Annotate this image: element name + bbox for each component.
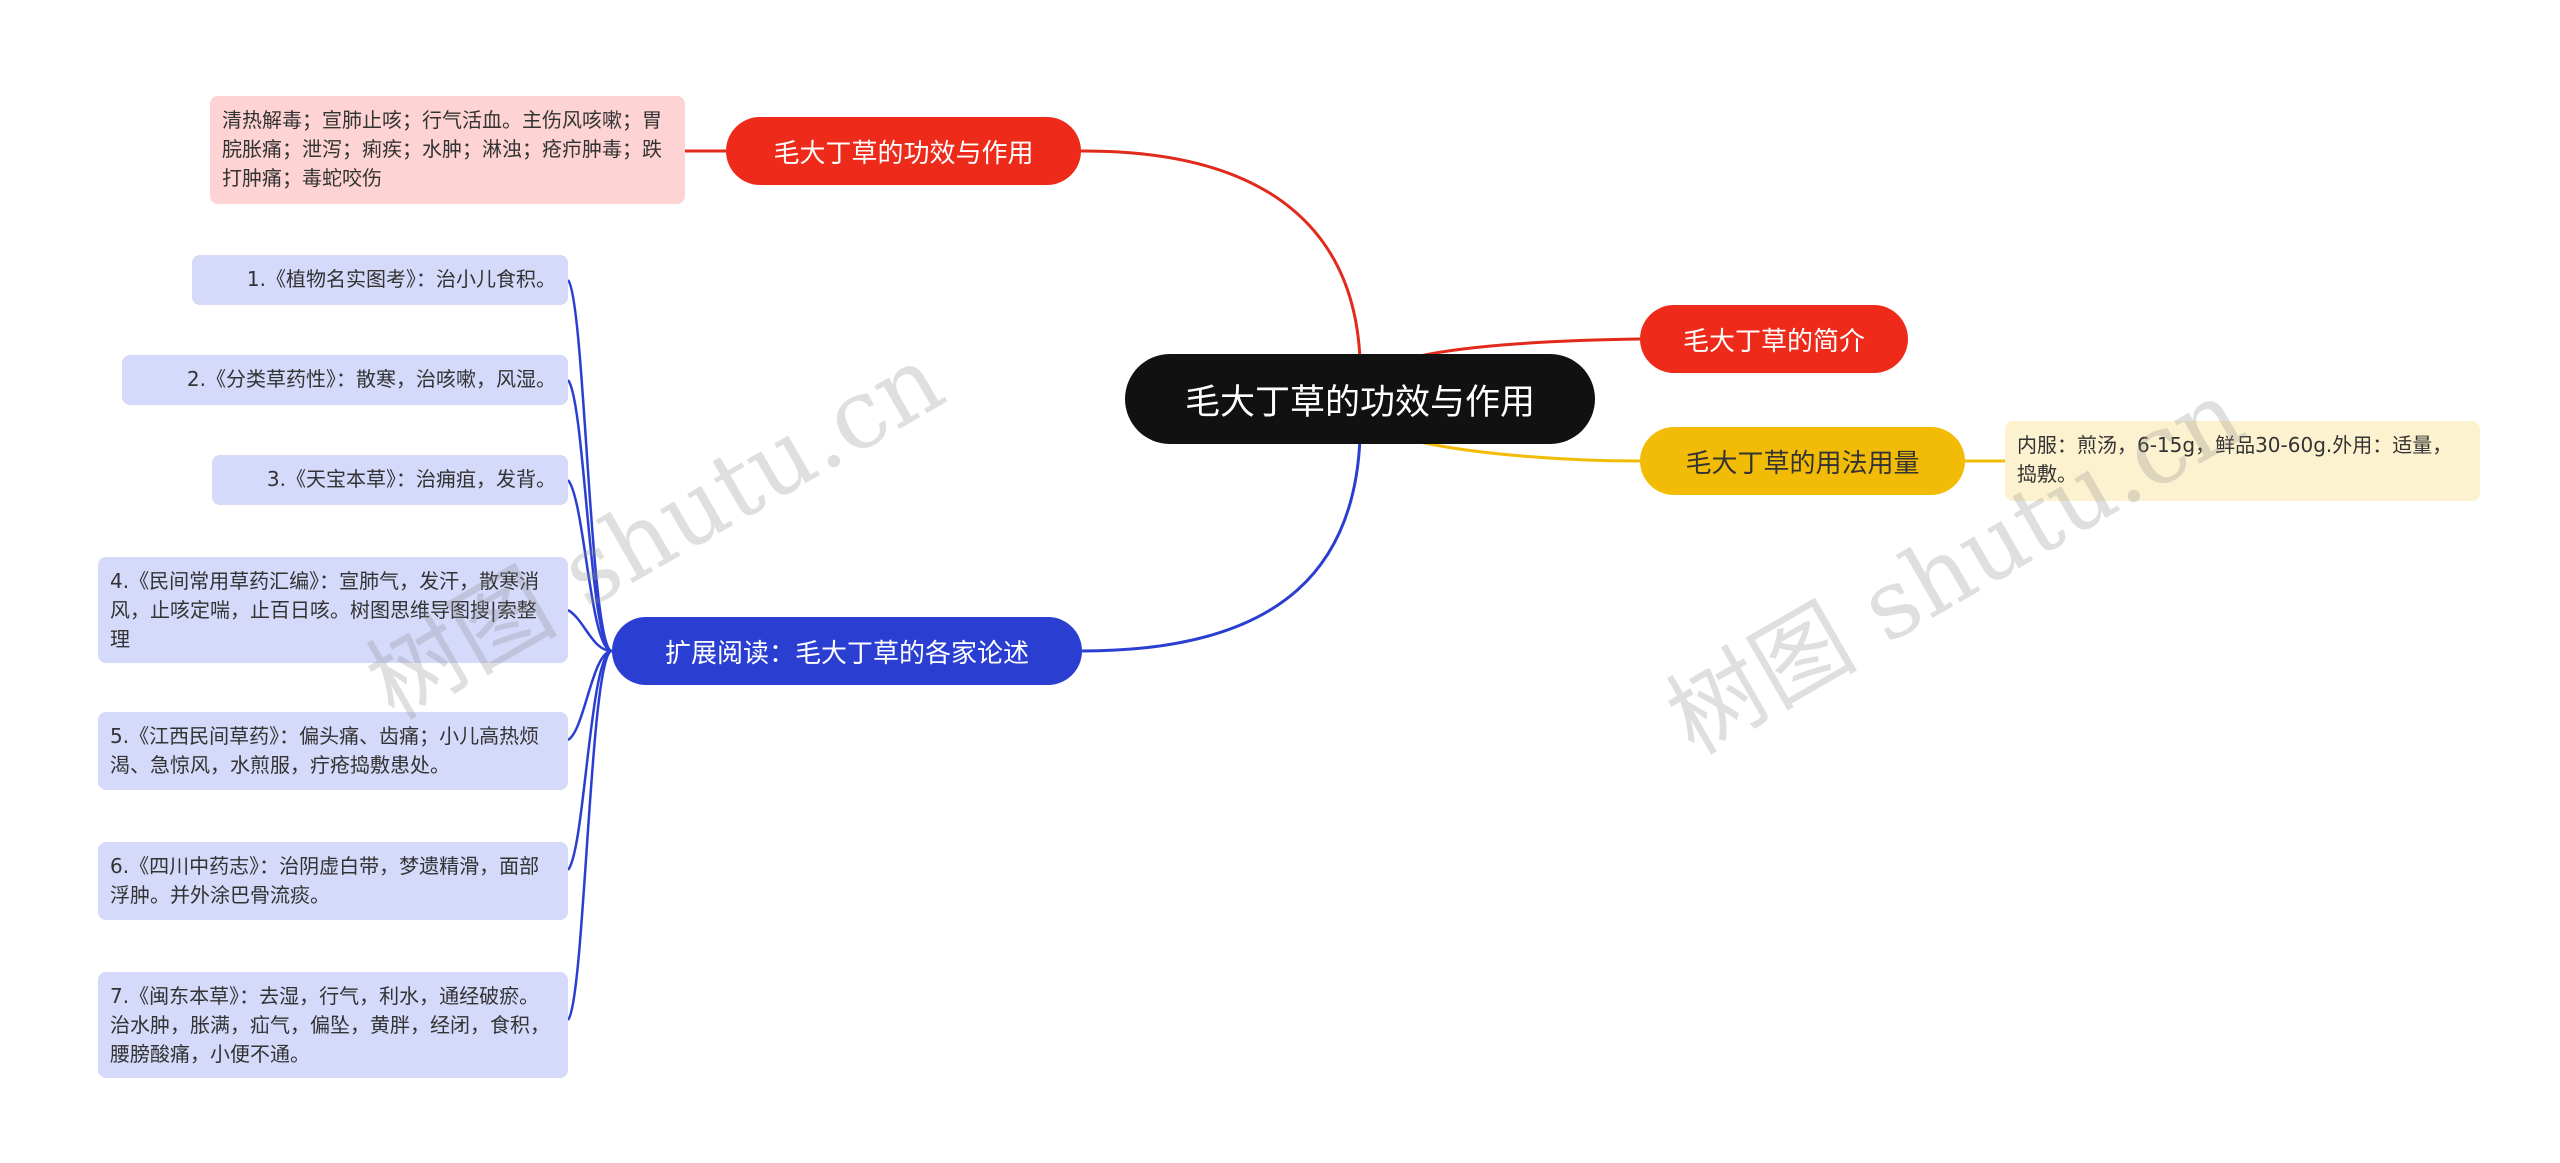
link-center-function xyxy=(1080,149,1362,361)
central-topic[interactable]: 毛大丁草的功效与作用 xyxy=(1125,354,1595,444)
branch-usage-label: 毛大丁草的用法用量 xyxy=(1685,448,1920,479)
extended-item-text: 7.《闽东本草》：去湿，行气，利水，通经破瘀。治水肿，胀满，疝气，偏坠，黄胖，经… xyxy=(110,984,550,1066)
extended-item-text: 3.《天宝本草》：治痈疽，发背。 xyxy=(266,467,556,491)
extended-item-3[interactable]: 3.《天宝本草》：治痈疽，发背。 xyxy=(212,455,568,505)
branch-extended-label: 扩展阅读：毛大丁草的各家论述 xyxy=(664,638,1029,669)
extended-item-text: 2.《分类草药性》：散寒，治咳嗽，风湿。 xyxy=(186,367,556,391)
link-center-extended xyxy=(1081,437,1362,653)
usage-detail-note[interactable]: 内服：煎汤，6-15g，鲜品30-60g.外用：适量，捣敷。 xyxy=(2005,421,2480,501)
branch-intro[interactable]: 毛大丁草的简介 xyxy=(1640,305,1908,373)
extended-item-1[interactable]: 1.《植物名实图考》：治小儿食积。 xyxy=(192,255,568,305)
branch-function[interactable]: 毛大丁草的功效与作用 xyxy=(726,117,1081,185)
extended-item-2[interactable]: 2.《分类草药性》：散寒，治咳嗽，风湿。 xyxy=(122,355,568,405)
extended-item-text: 4.《民间常用草药汇编》：宣肺气，发汗，散寒消风，止咳定喘，止百日咳。树图思维导… xyxy=(110,569,540,651)
extended-item-6[interactable]: 6.《四川中药志》：治阴虚白带，梦遗精滑，面部浮肿。并外涂巴骨流痰。 xyxy=(98,842,568,920)
usage-detail-text: 内服：煎汤，6-15g，鲜品30-60g.外用：适量，捣敷。 xyxy=(2017,433,2453,486)
branch-extended-reading[interactable]: 扩展阅读：毛大丁草的各家论述 xyxy=(612,617,1082,685)
extended-bracket xyxy=(566,279,614,1021)
branch-usage[interactable]: 毛大丁草的用法用量 xyxy=(1640,427,1965,495)
function-detail-text: 清热解毒；宣肺止咳；行气活血。主伤风咳嗽；胃脘胀痛；泄泻；痢疾；水肿；淋浊；疮疖… xyxy=(222,108,662,190)
extended-item-5[interactable]: 5.《江西民间草药》：偏头痛、齿痛；小儿高热烦渴、急惊风，水煎服，疔疮捣敷患处。 xyxy=(98,712,568,790)
branch-intro-label: 毛大丁草的简介 xyxy=(1682,326,1865,357)
extended-item-text: 1.《植物名实图考》：治小儿食积。 xyxy=(246,267,556,291)
extended-item-7[interactable]: 7.《闽东本草》：去湿，行气，利水，通经破瘀。治水肿，胀满，疝气，偏坠，黄胖，经… xyxy=(98,972,568,1078)
branch-function-label: 毛大丁草的功效与作用 xyxy=(773,138,1034,169)
function-detail-note[interactable]: 清热解毒；宣肺止咳；行气活血。主伤风咳嗽；胃脘胀痛；泄泻；痢疾；水肿；淋浊；疮疖… xyxy=(210,96,685,204)
extended-item-text: 6.《四川中药志》：治阴虚白带，梦遗精滑，面部浮肿。并外涂巴骨流痰。 xyxy=(110,854,540,907)
link-center-intro xyxy=(1419,337,1641,358)
extended-item-text: 5.《江西民间草药》：偏头痛、齿痛；小儿高热烦渴、急惊风，水煎服，疔疮捣敷患处。 xyxy=(110,724,540,777)
extended-item-4[interactable]: 4.《民间常用草药汇编》：宣肺气，发汗，散寒消风，止咳定喘，止百日咳。树图思维导… xyxy=(98,557,568,663)
link-center-usage xyxy=(1419,440,1641,463)
central-topic-label: 毛大丁草的功效与作用 xyxy=(1184,382,1535,423)
